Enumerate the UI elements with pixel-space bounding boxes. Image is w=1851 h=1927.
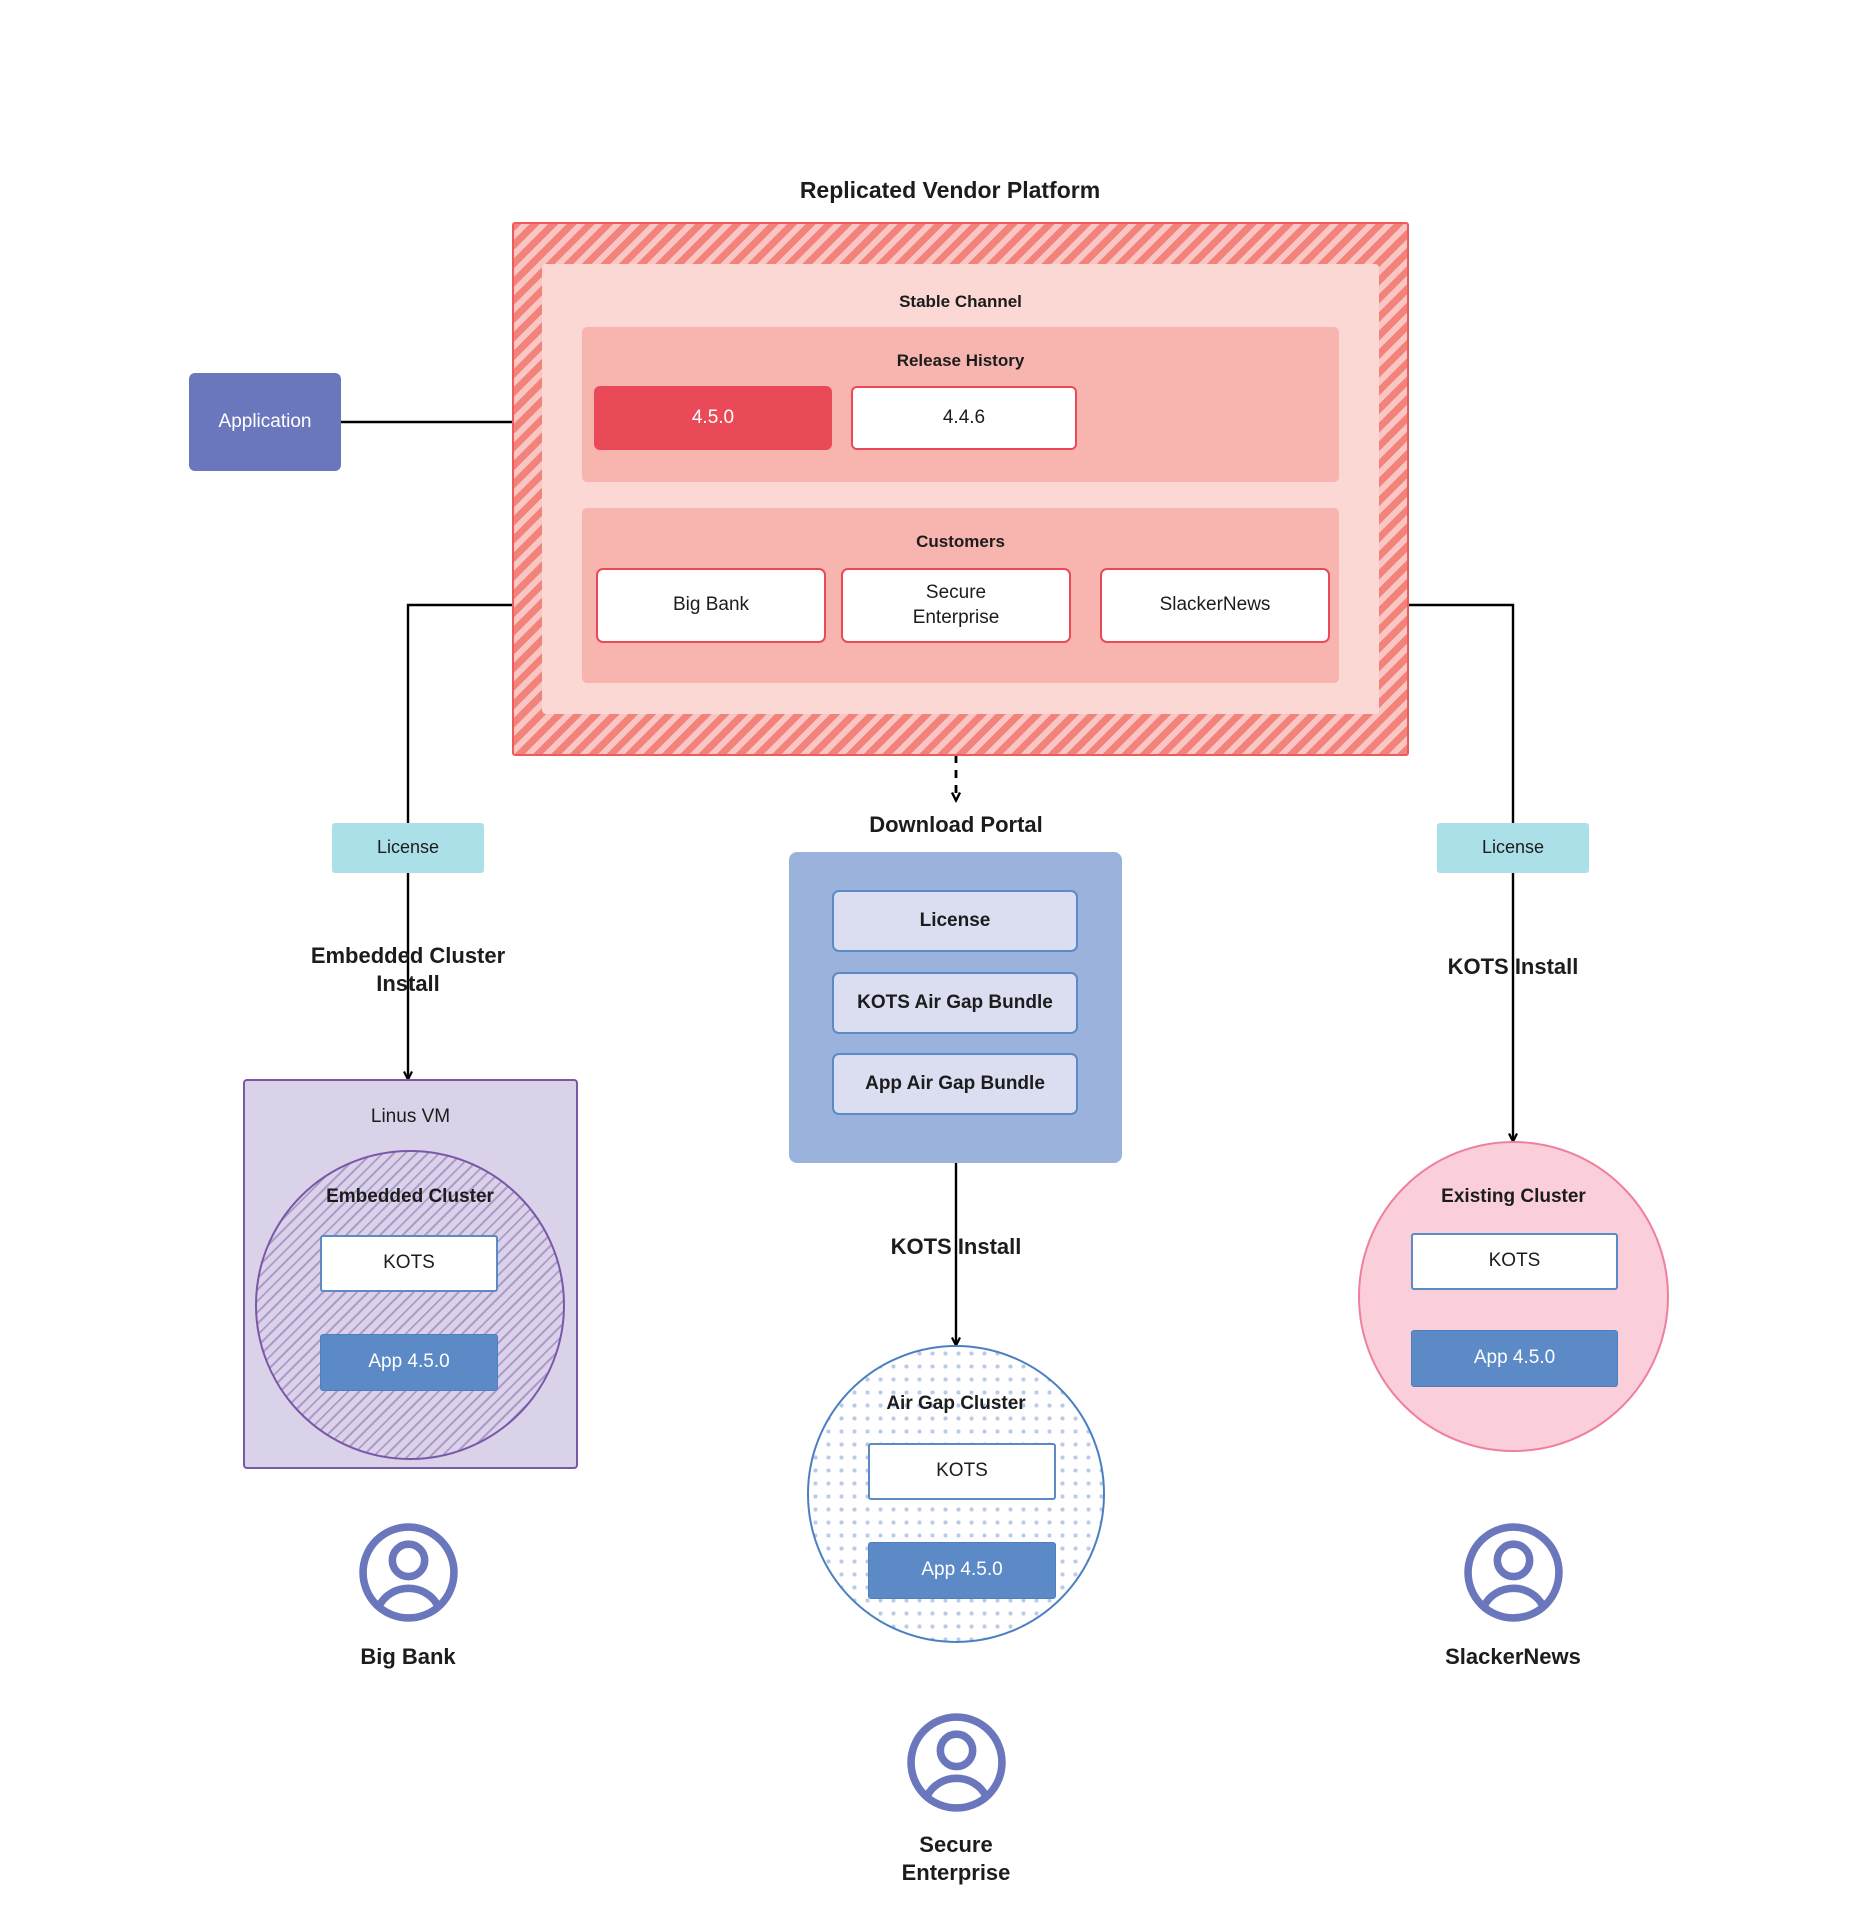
embedded-cluster-install-label: Embedded Cluster Install bbox=[310, 942, 506, 996]
customer-chip-slackernews[interactable]: SlackerNews bbox=[1100, 568, 1330, 643]
application-box[interactable]: Application bbox=[189, 373, 341, 471]
kots-box-middle[interactable]: KOTS bbox=[868, 1443, 1056, 1500]
app-box-right[interactable]: App 4.5.0 bbox=[1411, 1330, 1618, 1387]
license-box-right[interactable]: License bbox=[1437, 823, 1589, 873]
customer-label-secure-enterprise: Secure Enterprise bbox=[901, 1831, 1011, 1885]
linus-vm-label: Linus VM bbox=[370, 1105, 451, 1127]
customer-chip-big-bank[interactable]: Big Bank bbox=[596, 568, 826, 643]
customer-label-big-bank: Big Bank bbox=[360, 1643, 456, 1669]
embedded-cluster-circle bbox=[255, 1150, 565, 1460]
app-box-middle[interactable]: App 4.5.0 bbox=[868, 1542, 1056, 1599]
app-box-left[interactable]: App 4.5.0 bbox=[320, 1334, 498, 1391]
customers-label: Customers bbox=[916, 532, 1005, 552]
release-chip-current[interactable]: 4.5.0 bbox=[594, 386, 832, 450]
release-chip-previous[interactable]: 4.4.6 bbox=[851, 386, 1077, 450]
kots-install-label-middle: KOTS Install bbox=[890, 1233, 1022, 1259]
page-title: Replicated Vendor Platform bbox=[799, 177, 1101, 204]
avatar-big-bank bbox=[359, 1523, 458, 1622]
existing-cluster-label: Existing Cluster bbox=[1441, 1185, 1586, 1207]
download-portal-title: Download Portal bbox=[869, 811, 1043, 837]
embedded-cluster-label: Embedded Cluster bbox=[326, 1185, 494, 1207]
portal-item-license[interactable]: License bbox=[832, 890, 1078, 952]
portal-item-kots-air-gap-bundle[interactable]: KOTS Air Gap Bundle bbox=[832, 972, 1078, 1034]
customer-label-slackernews: SlackerNews bbox=[1445, 1643, 1581, 1669]
air-gap-cluster-label: Air Gap Cluster bbox=[886, 1392, 1026, 1414]
kots-box-right[interactable]: KOTS bbox=[1411, 1233, 1618, 1290]
release-history-label: Release History bbox=[896, 351, 1025, 371]
kots-box-left[interactable]: KOTS bbox=[320, 1235, 498, 1292]
portal-item-app-air-gap-bundle[interactable]: App Air Gap Bundle bbox=[832, 1053, 1078, 1115]
existing-cluster-circle bbox=[1358, 1141, 1669, 1452]
customer-chip-secure-enterprise[interactable]: Secure Enterprise bbox=[841, 568, 1071, 643]
avatar-slackernews bbox=[1464, 1523, 1563, 1622]
license-box-left[interactable]: License bbox=[332, 823, 484, 873]
kots-install-label-right: KOTS Install bbox=[1447, 953, 1579, 979]
avatar-secure-enterprise bbox=[907, 1713, 1006, 1812]
stable-channel-label: Stable Channel bbox=[899, 292, 1022, 312]
